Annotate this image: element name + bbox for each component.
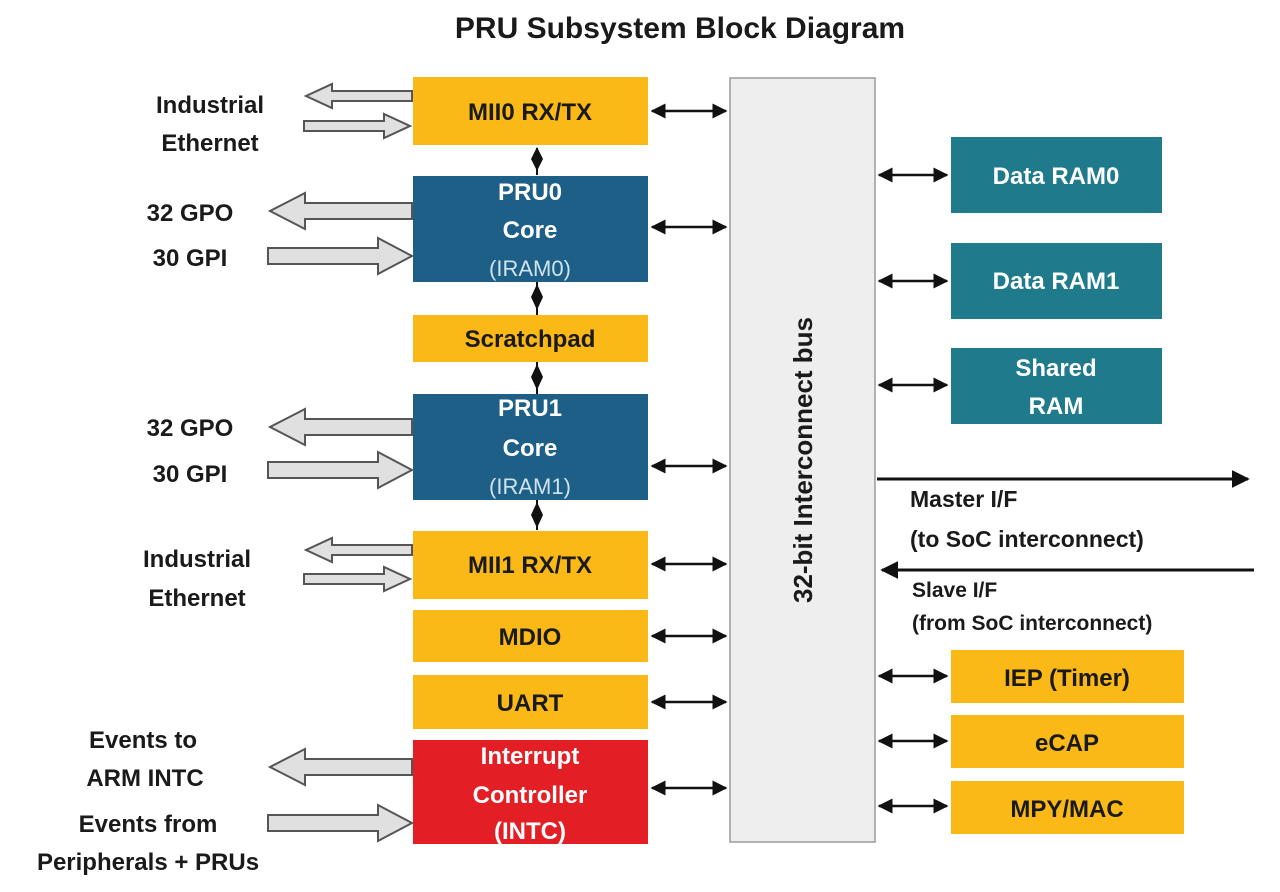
slave-if-label-2: (from SoC interconnect) xyxy=(912,612,1152,635)
eth1-label-2: Ethernet xyxy=(148,585,245,612)
mii1-label: MII1 RX/TX xyxy=(468,552,592,579)
diagram-title: PRU Subsystem Block Diagram xyxy=(455,12,905,45)
eth1-in-arrow xyxy=(303,565,413,593)
shared-ram-block: Shared RAM xyxy=(951,348,1162,424)
interconnect-bus xyxy=(729,77,876,843)
pru1-title: PRU1 xyxy=(498,395,562,422)
data-ram0-label: Data RAM0 xyxy=(993,163,1120,190)
mpy-mac-label: MPY/MAC xyxy=(1010,796,1123,823)
gpo0-arrow xyxy=(267,191,413,231)
scratchpad-label: Scratchpad xyxy=(465,326,596,353)
ecap-block: eCAP xyxy=(951,715,1184,768)
ecap-label: eCAP xyxy=(1035,730,1099,757)
mii0-label: MII0 RX/TX xyxy=(468,99,592,126)
uart-label: UART xyxy=(497,690,564,717)
pru0-core-label: Core xyxy=(503,217,558,244)
events-to-arrow xyxy=(267,747,413,787)
block-connectors xyxy=(531,147,543,530)
eth0-in-arrow xyxy=(303,112,413,140)
gpo0-label: 32 GPO xyxy=(147,200,234,227)
gpi0-label: 30 GPI xyxy=(153,245,228,272)
events-to-label-2: ARM INTC xyxy=(86,765,203,792)
mii0-block: MII0 RX/TX xyxy=(413,77,648,145)
events-from-arrow xyxy=(267,803,415,843)
external-labels: Industrial Ethernet 32 GPO 30 GPI 32 GPO… xyxy=(37,92,264,876)
eth0-label-1: Industrial xyxy=(156,92,264,119)
pru0-title: PRU0 xyxy=(498,179,562,206)
iep-block: IEP (Timer) xyxy=(951,650,1184,703)
uart-block: UART xyxy=(413,675,648,729)
eth1-label-1: Industrial xyxy=(143,546,251,573)
shared-ram-label-2: RAM xyxy=(1029,393,1084,420)
slave-interface: Slave I/F (from SoC interconnect) xyxy=(880,561,1254,635)
gpi0-arrow xyxy=(267,236,415,276)
pru0-iram-label: (IRAM0) xyxy=(489,256,571,281)
left-bus-connectors xyxy=(650,103,728,796)
mpy-mac-block: MPY/MAC xyxy=(951,781,1184,834)
eth0-label-2: Ethernet xyxy=(161,130,258,157)
events-from-label-2: Peripherals + PRUs xyxy=(37,849,259,876)
master-if-label-2: (to SoC interconnect) xyxy=(910,526,1144,552)
mdio-block: MDIO xyxy=(413,610,648,662)
events-to-label-1: Events to xyxy=(89,727,197,754)
gpi1-arrow xyxy=(267,450,415,490)
eth0-out-arrow xyxy=(303,82,413,110)
external-io-arrows xyxy=(267,82,415,843)
pru0-core-block: PRU0 Core (IRAM0) xyxy=(413,176,648,282)
data-ram0-block: Data RAM0 xyxy=(951,137,1162,213)
pru1-iram-label: (IRAM1) xyxy=(489,474,571,499)
events-from-label-1: Events from xyxy=(79,811,218,838)
pru1-core-label: Core xyxy=(503,435,558,462)
right-bus-connectors xyxy=(877,167,949,814)
bus-label: 32-bit Interconnect bus xyxy=(788,317,818,603)
mii1-block: MII1 RX/TX xyxy=(413,531,648,599)
pru1-core-block: PRU1 Core (IRAM1) xyxy=(413,394,648,500)
master-interface: Master I/F (to SoC interconnect) xyxy=(877,470,1250,552)
scratchpad-block: Scratchpad xyxy=(413,315,648,362)
intc-label-1: Interrupt xyxy=(481,743,580,770)
gpo1-arrow xyxy=(267,407,413,447)
slave-if-label-1: Slave I/F xyxy=(912,579,997,602)
iep-label: IEP (Timer) xyxy=(1004,665,1130,692)
data-ram1-label: Data RAM1 xyxy=(993,268,1120,295)
intc-label-2: Controller xyxy=(473,782,588,809)
data-ram1-block: Data RAM1 xyxy=(951,243,1162,319)
gpi1-label: 30 GPI xyxy=(153,461,228,488)
intc-label-3: (INTC) xyxy=(494,818,566,845)
intc-block: Interrupt Controller (INTC) xyxy=(413,740,648,845)
eth1-out-arrow xyxy=(303,536,413,564)
shared-ram-label-1: Shared xyxy=(1015,355,1096,382)
gpo1-label: 32 GPO xyxy=(147,415,234,442)
master-if-label-1: Master I/F xyxy=(910,486,1017,512)
mdio-label: MDIO xyxy=(499,624,562,651)
